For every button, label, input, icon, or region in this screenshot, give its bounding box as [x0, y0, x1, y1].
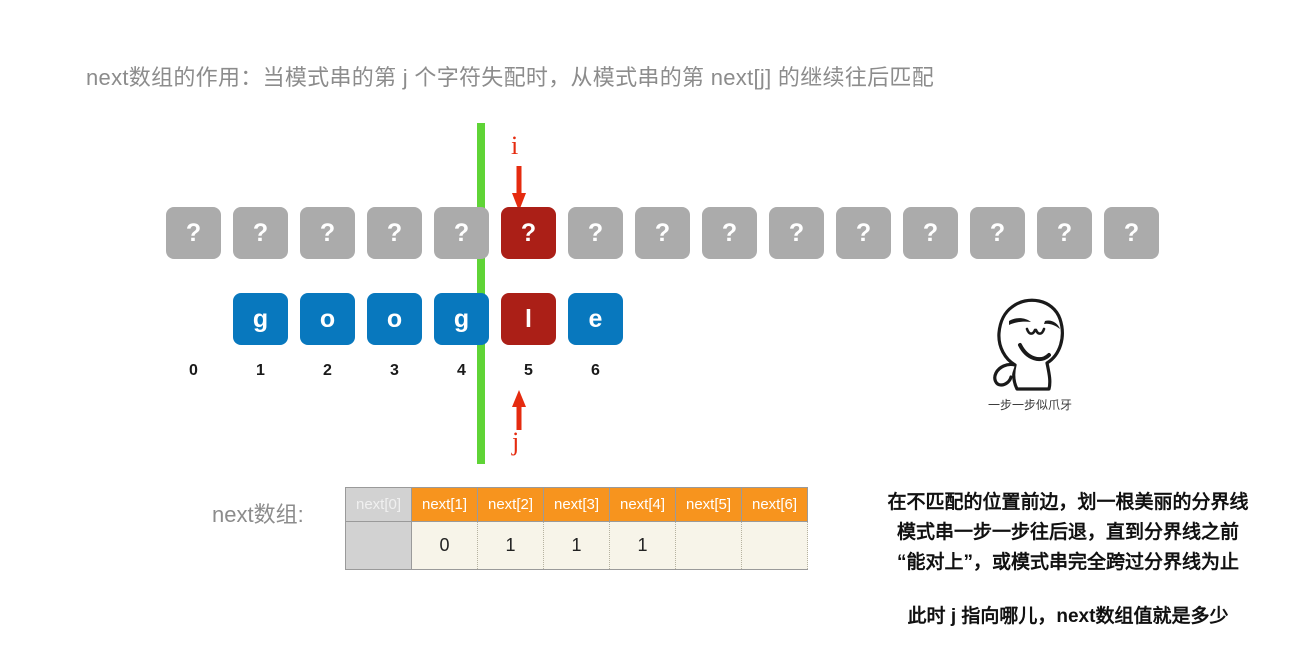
next-value-2: 1 [477, 521, 544, 570]
next-value-3: 1 [543, 521, 610, 570]
page-title: next数组的作用：当模式串的第 j 个字符失配时，从模式串的第 next[j]… [86, 65, 935, 90]
next-value-6 [741, 521, 808, 570]
text-cell-8: ? [702, 207, 757, 259]
next-value-4: 1 [609, 521, 676, 570]
pattern-cell-1: g [233, 293, 288, 345]
pattern-cell-5: l [501, 293, 556, 345]
index-label-3: 3 [390, 362, 399, 379]
text-cell-6: ? [568, 207, 623, 259]
index-label-2: 2 [323, 362, 332, 379]
text-cell-1: ? [233, 207, 288, 259]
text-cell-14: ? [1104, 207, 1159, 259]
text-cell-5: ? [501, 207, 556, 259]
cartoon-figure-icon [993, 298, 1064, 391]
index-label-6: 6 [591, 362, 600, 379]
pointer-j-arrow-up-icon [512, 390, 526, 430]
next-value-5 [675, 521, 742, 570]
pattern-cell-2: o [300, 293, 355, 345]
pointer-i-arrow-down-icon [512, 166, 526, 211]
note-line-1: 在不匹配的位置前边，划一根美丽的分界线 [887, 492, 1249, 513]
pointer-j-label: j [512, 427, 520, 456]
next-header-5: next[5] [675, 487, 742, 522]
next-header-1: next[1] [411, 487, 478, 522]
text-cell-9: ? [769, 207, 824, 259]
index-label-4: 4 [457, 362, 466, 379]
next-value-1: 0 [411, 521, 478, 570]
text-cell-3: ? [367, 207, 422, 259]
text-cell-0: ? [166, 207, 221, 259]
note-line-4: 此时 j 指向哪儿，next数组值就是多少 [907, 606, 1229, 627]
text-cell-4: ? [434, 207, 489, 259]
text-cell-11: ? [903, 207, 958, 259]
next-header-6: next[6] [741, 487, 808, 522]
note-line-3: “能对上”，或模式串完全跨过分界线为止 [896, 552, 1239, 573]
note-line-2: 模式串一步一步往后退，直到分界线之前 [896, 522, 1239, 543]
explanation-note: 在不匹配的位置前边，划一根美丽的分界线 模式串一步一步往后退，直到分界线之前 “… [848, 488, 1288, 632]
next-header-2: next[2] [477, 487, 544, 522]
next-header-4: next[4] [609, 487, 676, 522]
next-header-0: next[0] [345, 487, 412, 522]
index-label-0: 0 [189, 362, 198, 379]
pattern-cell-6: e [568, 293, 623, 345]
pointer-i-label: i [511, 131, 519, 160]
next-array-header-row: next[0]next[1]next[2]next[3]next[4]next[… [345, 487, 808, 522]
index-label-5: 5 [524, 362, 533, 379]
text-cell-10: ? [836, 207, 891, 259]
text-cell-12: ? [970, 207, 1025, 259]
index-label-1: 1 [256, 362, 265, 379]
cartoon-caption: 一步一步似爪牙 [987, 398, 1072, 412]
pattern-cell-3: o [367, 293, 422, 345]
pattern-cell-4: g [434, 293, 489, 345]
next-header-3: next[3] [543, 487, 610, 522]
next-array-label: next数组: [212, 502, 304, 527]
text-cell-13: ? [1037, 207, 1092, 259]
text-cell-7: ? [635, 207, 690, 259]
next-array-table: next[0]next[1]next[2]next[3]next[4]next[… [345, 487, 808, 570]
text-cell-2: ? [300, 207, 355, 259]
next-value-0 [345, 521, 412, 570]
